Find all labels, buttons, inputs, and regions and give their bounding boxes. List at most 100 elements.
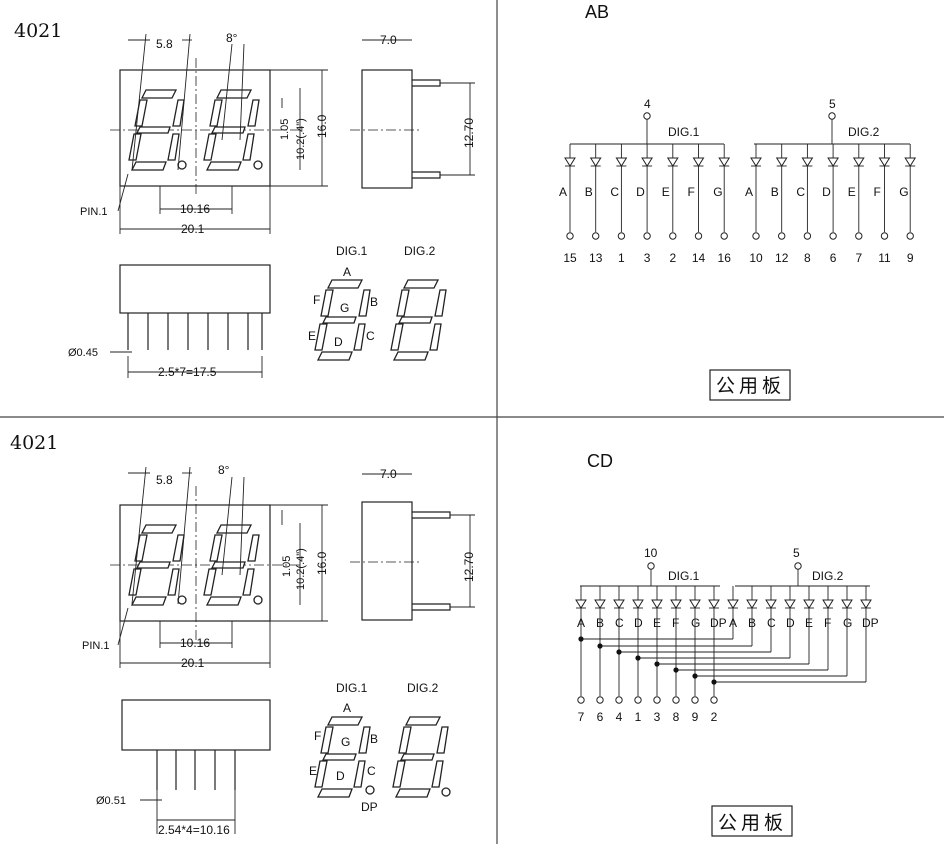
ab-dig1-pin-number: 1 (618, 251, 625, 265)
ab-dig1-diode-e (666, 144, 679, 167)
ab-dig1-diode-d (641, 144, 654, 167)
cd-dig2-group: 5 DIG.2 (735, 546, 870, 587)
legend-dig2-2: DIG.2 (407, 681, 439, 695)
side-view: 7.0 12.70 (350, 33, 476, 189)
cd-dig2-diode-g (841, 586, 853, 609)
ab-dig2-pin-dot (778, 232, 786, 240)
ab-dig2-pin-number: 8 (804, 251, 811, 265)
segment-legend: DIG.1 DIG.2 A B C (308, 244, 447, 361)
seg-c: C (366, 329, 375, 343)
dim-angle-2: 8° (218, 463, 230, 477)
cd-junction-dot (578, 636, 584, 642)
ab-dig2-pin-dot (855, 232, 863, 240)
cd-dig2-diode-e (803, 586, 815, 609)
pin-view: Ø0.45 2.5*7=17.5 (68, 264, 271, 379)
ab-dig2-pin-number: 11 (878, 251, 891, 265)
cd-stamp: 公用板 (711, 805, 793, 837)
cd-junction-dot (616, 649, 622, 655)
cd-pin-number: 6 (597, 710, 604, 724)
seg-f: F (313, 293, 320, 307)
cd-dig2-seg-label-c: C (767, 616, 776, 630)
cd-stamp-text: 公用板 (718, 812, 787, 834)
cd-title: CD (587, 451, 613, 471)
cd-pin-dot (615, 696, 623, 704)
ab-dig1-pin-dot (720, 232, 728, 240)
dim-width: 20.1 (181, 222, 205, 236)
seg-f-2: F (314, 729, 321, 743)
ab-dig1-pin-dot (694, 232, 703, 240)
cd-junction-dot (597, 643, 603, 649)
seg-c-2: C (367, 764, 376, 778)
ab-dig1-pin-dot (617, 232, 626, 240)
ab-dig2-seg-label-a: A (745, 185, 753, 199)
cd-pin-number: 4 (616, 710, 623, 724)
digit-2-outline (203, 89, 263, 171)
ab-dig2-pin-dot (880, 232, 889, 240)
ab-dig1-diode-f (692, 144, 705, 167)
ab-dig1-seg-label-e: E (662, 185, 670, 199)
cd-dig1-diode-f (670, 586, 682, 609)
ab-dig2-diode-c (801, 144, 814, 167)
dim-seg-width-2: 5.8 (156, 473, 173, 487)
dim-depth: 7.0 (380, 33, 397, 47)
cd-pin-dot (710, 696, 718, 704)
ab-dig1-pin-number: 13 (589, 251, 603, 265)
ab-dig2-diode-g (904, 144, 917, 167)
dim-seg-gap: 1.05 (279, 119, 291, 140)
cd-pin-dot (653, 696, 661, 704)
ab-dig1-pin-dot (566, 232, 574, 240)
ab-dig1-pin-number: 2 (669, 251, 676, 265)
ab-dig1-pin-number: 16 (718, 251, 732, 265)
seg-a: A (343, 265, 351, 279)
cd-dig1-seg-label-d: D (634, 616, 643, 630)
cd-pin-dot (577, 696, 585, 704)
dim-pin-span: 2.5*7=17.5 (158, 365, 217, 379)
cd-dig2-common-pin: 5 (793, 546, 800, 560)
ab-dig1-pin-dot (669, 232, 677, 240)
cd-pin-number: 1 (635, 710, 642, 724)
cd-junction-dot (692, 673, 698, 679)
cd-dig1-diode-g (689, 586, 701, 609)
ab-stamp-text: 公用板 (716, 375, 785, 397)
pin1-label: PIN.1 (80, 206, 108, 218)
digit-1-outline (128, 89, 187, 171)
cd-junction-dot (711, 679, 717, 685)
ab-dig2-common-pin: 5 (829, 97, 836, 111)
ab-dig1-label: DIG.1 (668, 125, 700, 139)
ab-dig1-pin-number: 3 (644, 251, 651, 265)
dim-digit-h-2: 10.2(.4") (295, 548, 307, 590)
seg-b: B (370, 295, 378, 309)
legend-dig2: DIG.2 (404, 244, 436, 258)
part-number: 4021 (14, 20, 62, 42)
ab-dig1-seg-label-a: A (559, 185, 567, 199)
seg-d-2: D (336, 769, 345, 783)
cd-dig1-diode-c (613, 586, 625, 609)
cd-pin-number: 9 (692, 710, 699, 724)
dim-pin-dia: Ø0.45 (68, 347, 98, 359)
ab-dig2-seg-label-e: E (848, 185, 856, 199)
cd-dig1-diode-b (594, 586, 606, 609)
cd-dig2-diode-d (784, 586, 796, 609)
ab-dig1-seg-label-f: F (688, 185, 695, 199)
ab-dig1-pin-number: 15 (563, 251, 577, 265)
part-number-2: 4021 (10, 432, 58, 454)
ab-dig1-common-pin: 4 (644, 97, 651, 111)
ab-dig1-diode-g (718, 144, 731, 167)
top-left-panel: 4021 (14, 20, 476, 379)
cd-dig2-diode-dp (860, 586, 872, 609)
dim-height: 16.0 (315, 114, 329, 138)
dim-pitch-2: 10.16 (180, 636, 210, 650)
dim-height-2: 16.0 (315, 551, 329, 575)
legend-dig1: DIG.1 (336, 244, 368, 258)
legend-dig1-2: DIG.1 (336, 681, 368, 695)
cd-dig2-diode-a (727, 586, 739, 609)
ab-dig1-pin-dot (592, 232, 600, 240)
ab-dig2-group: 5 DIG.2 (754, 97, 910, 145)
ab-dig1-diode-b (589, 144, 602, 167)
ab-dig2-diode-a (750, 144, 762, 167)
ab-dig1-diode-a (564, 144, 576, 167)
ab-dig2-seg-label-d: D (822, 185, 831, 199)
cd-dig2-seg-label-g: G (843, 616, 852, 630)
ab-stamp: 公用板 (709, 369, 791, 401)
